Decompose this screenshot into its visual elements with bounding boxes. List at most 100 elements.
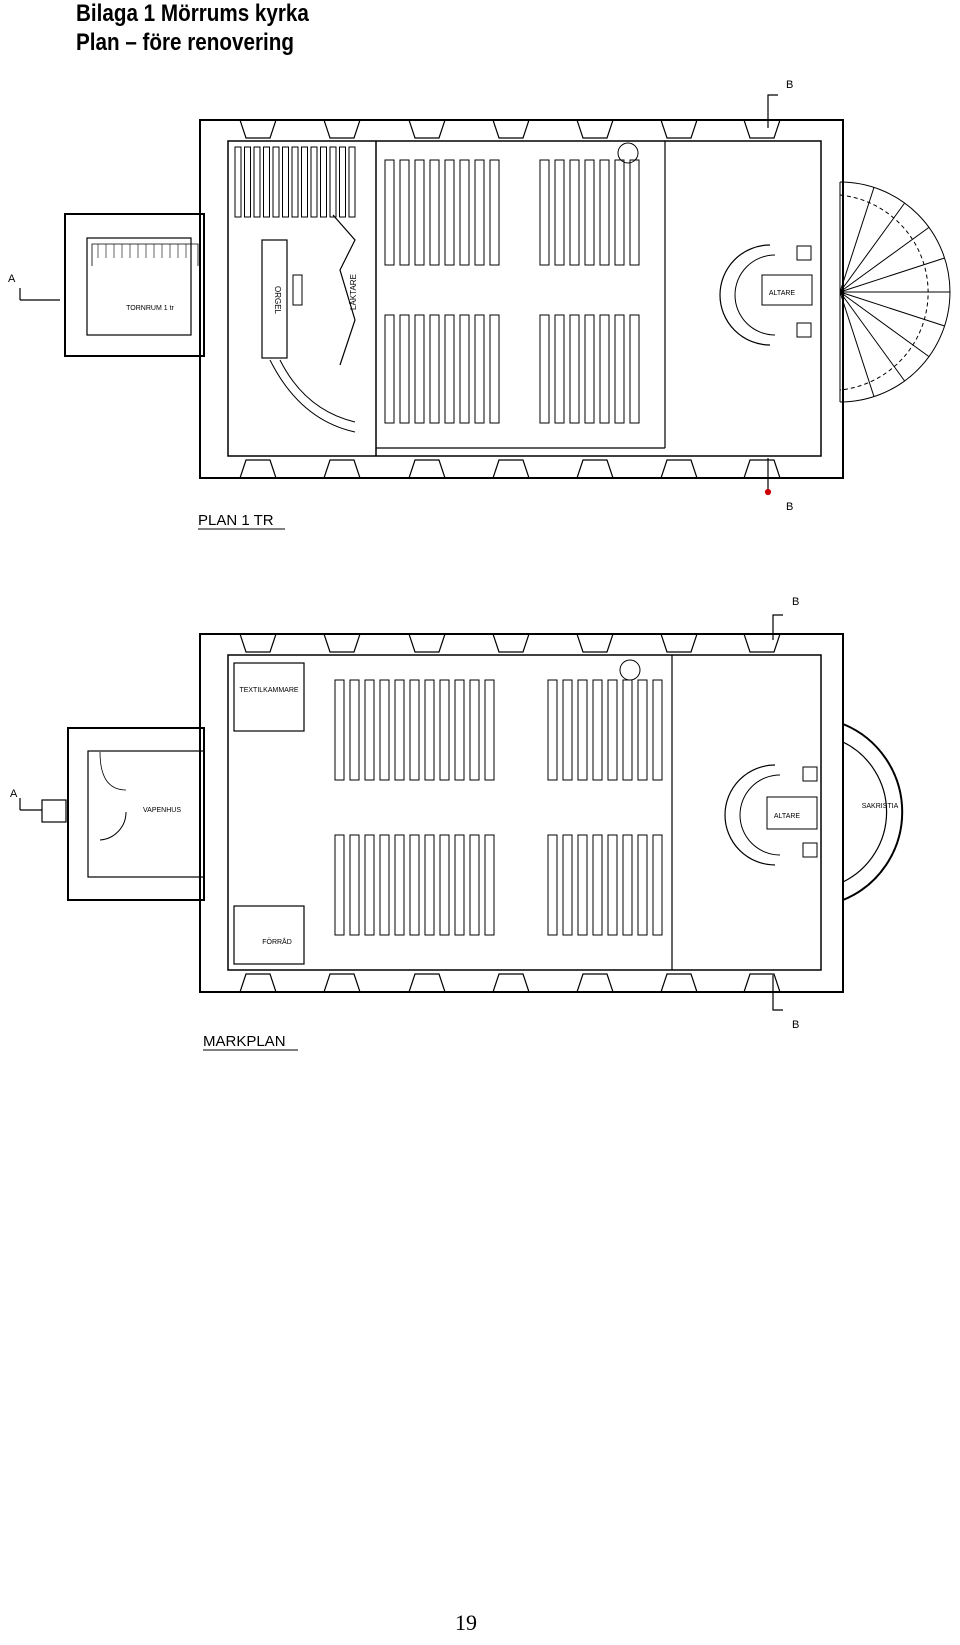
pew <box>607 834 618 936</box>
sacristy-label: SAKRISTIA <box>862 803 899 810</box>
organ <box>261 239 288 359</box>
upper-section-a-label: A <box>8 273 16 285</box>
pew <box>592 834 603 936</box>
pew <box>592 679 603 781</box>
upper-section-b-bottom <box>764 458 772 496</box>
pew <box>379 679 390 781</box>
lower-windows-top <box>239 633 781 653</box>
spiral-step <box>839 291 875 397</box>
upper-section-b-top <box>767 94 778 128</box>
pew <box>291 146 299 218</box>
tower-stair-treads <box>97 244 187 258</box>
lower-section-b-bottom <box>772 975 783 1011</box>
window <box>239 459 277 479</box>
pew <box>424 679 435 781</box>
spiral-step <box>839 291 945 327</box>
pew <box>329 146 337 218</box>
spiral-step <box>839 291 906 382</box>
lower-section-a-label: A <box>10 788 18 800</box>
lower-section-b-top <box>772 614 783 640</box>
pew <box>414 159 425 266</box>
lower-section-a <box>19 798 42 811</box>
spiral-step <box>839 187 875 293</box>
tower-stair <box>91 243 199 266</box>
window <box>576 973 614 993</box>
pew <box>622 834 633 936</box>
pew <box>379 834 390 936</box>
window <box>743 119 781 139</box>
window <box>408 119 446 139</box>
pew <box>569 159 580 266</box>
pew <box>469 834 480 936</box>
window <box>576 633 614 653</box>
pew <box>384 314 395 424</box>
pew <box>244 146 251 218</box>
window <box>660 633 698 653</box>
pew <box>599 314 610 424</box>
pew <box>384 159 395 266</box>
window <box>323 633 361 653</box>
pew <box>629 314 640 424</box>
pew <box>459 159 470 266</box>
lower-windows-bottom <box>239 973 781 993</box>
pew <box>584 159 595 266</box>
pew <box>547 679 558 781</box>
window <box>660 119 698 139</box>
document-subtitle: Plan – före renovering <box>76 29 294 56</box>
pew <box>399 159 410 266</box>
pew <box>348 146 356 218</box>
spiral-step <box>839 257 945 293</box>
pew <box>364 679 375 781</box>
window <box>239 633 277 653</box>
window <box>408 459 446 479</box>
pew <box>489 314 500 424</box>
upper-nave-pews <box>384 159 640 424</box>
window <box>576 119 614 139</box>
window <box>239 973 277 993</box>
pew <box>414 314 425 424</box>
window <box>660 973 698 993</box>
window <box>408 973 446 993</box>
upper-section-a <box>19 288 60 301</box>
pew <box>489 159 500 266</box>
pew <box>474 314 485 424</box>
window <box>743 973 781 993</box>
pew <box>629 159 640 266</box>
organ-label: ORGEL <box>273 286 282 315</box>
pew <box>429 314 440 424</box>
pew <box>349 679 360 781</box>
gallery-pews <box>234 146 356 218</box>
window <box>323 119 361 139</box>
pew <box>562 834 573 936</box>
tower-room-label: TORNRUM 1 tr <box>126 305 174 312</box>
window <box>576 459 614 479</box>
porch-label: VAPENHUS <box>143 807 181 814</box>
window <box>408 633 446 653</box>
pew <box>484 834 495 936</box>
pew <box>394 679 405 781</box>
lower-nave-pews <box>334 679 663 936</box>
pew <box>320 146 327 218</box>
pew <box>539 314 550 424</box>
pew <box>599 159 610 266</box>
pew <box>334 679 345 781</box>
pew <box>622 679 633 781</box>
lower-section-b-top-label: B <box>792 596 799 608</box>
window <box>743 633 781 653</box>
window <box>492 633 530 653</box>
pew <box>607 679 618 781</box>
pew <box>301 146 308 218</box>
pew <box>652 679 663 781</box>
spiral-step <box>839 202 906 293</box>
pew <box>439 679 450 781</box>
pew <box>562 679 573 781</box>
upper-windows-top <box>239 119 781 139</box>
lower-plan: VAPENHUS TEXTILKAMMARE FÖRRÅD ALTARE SAK… <box>10 596 904 1051</box>
window <box>743 459 781 479</box>
pew <box>614 159 625 266</box>
upper-plan: ORGEL LÄKTARE TORNRUM 1 tr ALTARE A <box>8 79 951 530</box>
upper-section-b-bottom-label: B <box>786 501 793 513</box>
lower-plan-caption: MARKPLAN <box>203 1033 286 1050</box>
pew <box>637 679 648 781</box>
